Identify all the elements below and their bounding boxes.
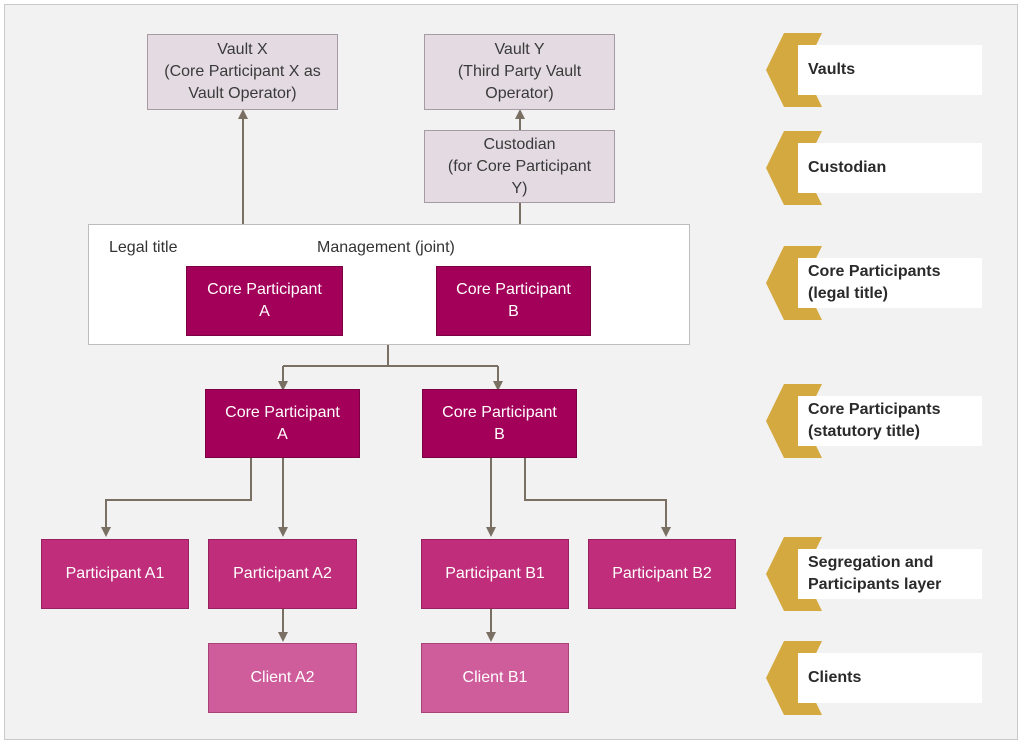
vault-y-box: Vault Y (Third Party Vault Operator) bbox=[424, 34, 615, 110]
participant-a2-box: Participant A2 bbox=[208, 539, 357, 609]
layer-label: Segregation and Participants layer bbox=[798, 549, 982, 599]
core-participant-a-legal: Core Participant A bbox=[186, 266, 343, 336]
layer-custodian: Custodian bbox=[766, 131, 984, 205]
layer-label: Clients bbox=[798, 653, 982, 703]
layer-segregation-participants: Segregation and Participants layer bbox=[766, 537, 984, 611]
participant-b1-box: Participant B1 bbox=[421, 539, 569, 609]
client-a2-box: Client A2 bbox=[208, 643, 357, 713]
layer-clients: Clients bbox=[766, 641, 984, 715]
legal-title-label: Legal title bbox=[109, 239, 178, 256]
layer-vaults: Vaults bbox=[766, 33, 984, 107]
line-panel-down bbox=[283, 345, 389, 367]
core-participant-b-legal: Core Participant B bbox=[436, 266, 591, 336]
layer-label: Core Participants (legal title) bbox=[798, 258, 982, 308]
participant-b2-box: Participant B2 bbox=[588, 539, 736, 609]
layer-core-participants-statutory: Core Participants (statutory title) bbox=[766, 384, 984, 458]
legal-title-panel: Legal title Management (joint) bbox=[88, 224, 690, 345]
arrow-to-participant-b2 bbox=[524, 458, 671, 537]
client-b1-box: Client B1 bbox=[421, 643, 569, 713]
arrow-to-participant-a1 bbox=[101, 458, 252, 537]
participant-a1-box: Participant A1 bbox=[41, 539, 189, 609]
layer-label: Vaults bbox=[798, 45, 982, 95]
vault-x-box: Vault X (Core Participant X as Vault Ope… bbox=[147, 34, 338, 110]
management-label: Management (joint) bbox=[317, 239, 455, 256]
layer-label: Core Participants (statutory title) bbox=[798, 396, 982, 446]
core-participant-b-statutory: Core Participant B bbox=[422, 389, 577, 458]
custodian-box: Custodian (for Core Participant Y) bbox=[424, 130, 615, 203]
diagram-frame bbox=[4, 4, 1018, 740]
core-participant-a-statutory: Core Participant A bbox=[205, 389, 360, 458]
layer-label: Custodian bbox=[798, 143, 982, 193]
layer-core-participants-legal: Core Participants (legal title) bbox=[766, 246, 984, 320]
